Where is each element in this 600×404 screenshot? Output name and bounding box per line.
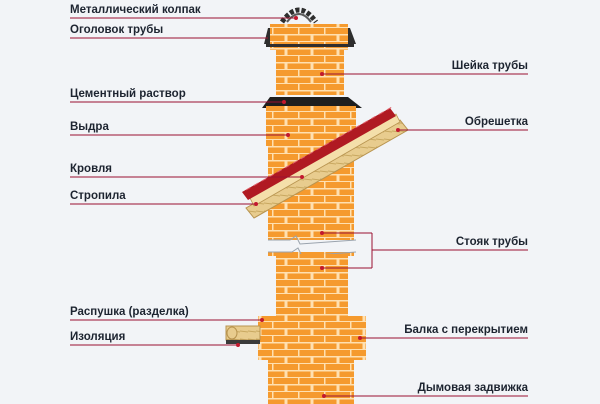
label-roofing: Кровля bbox=[70, 163, 113, 175]
chimney-head bbox=[264, 24, 356, 50]
label-rafters: Стропила bbox=[70, 190, 126, 202]
leader-dots bbox=[236, 16, 400, 398]
label-pipe-neck: Шейка трубы bbox=[451, 60, 528, 72]
label-pipe-riser: Стояк трубы bbox=[455, 236, 528, 248]
label-smoke-damper: Дымовая задвижка bbox=[417, 382, 528, 394]
cement-mortar bbox=[262, 97, 362, 108]
label-fluff-cut: Распушка (разделка) bbox=[70, 306, 189, 318]
label-insulation: Изоляция bbox=[70, 331, 126, 343]
metal-cap bbox=[279, 7, 319, 24]
leader-lines bbox=[70, 17, 528, 397]
stack-lower bbox=[268, 360, 354, 404]
label-lathing: Обрешетка bbox=[464, 116, 528, 128]
pipe-riser bbox=[276, 254, 348, 318]
label-beam-floor: Балка с перекрытием bbox=[404, 324, 528, 336]
fluff-cut bbox=[258, 316, 366, 360]
riser-break bbox=[264, 235, 360, 257]
beam-floor bbox=[225, 325, 261, 344]
pipe-neck bbox=[276, 47, 344, 95]
label-chimney-head: Оголовок трубы bbox=[70, 24, 164, 36]
label-cement-mortar: Цементный раствор bbox=[70, 88, 186, 100]
label-metal-cap: Металлический колпак bbox=[70, 4, 201, 16]
label-otter: Выдра bbox=[70, 121, 109, 133]
